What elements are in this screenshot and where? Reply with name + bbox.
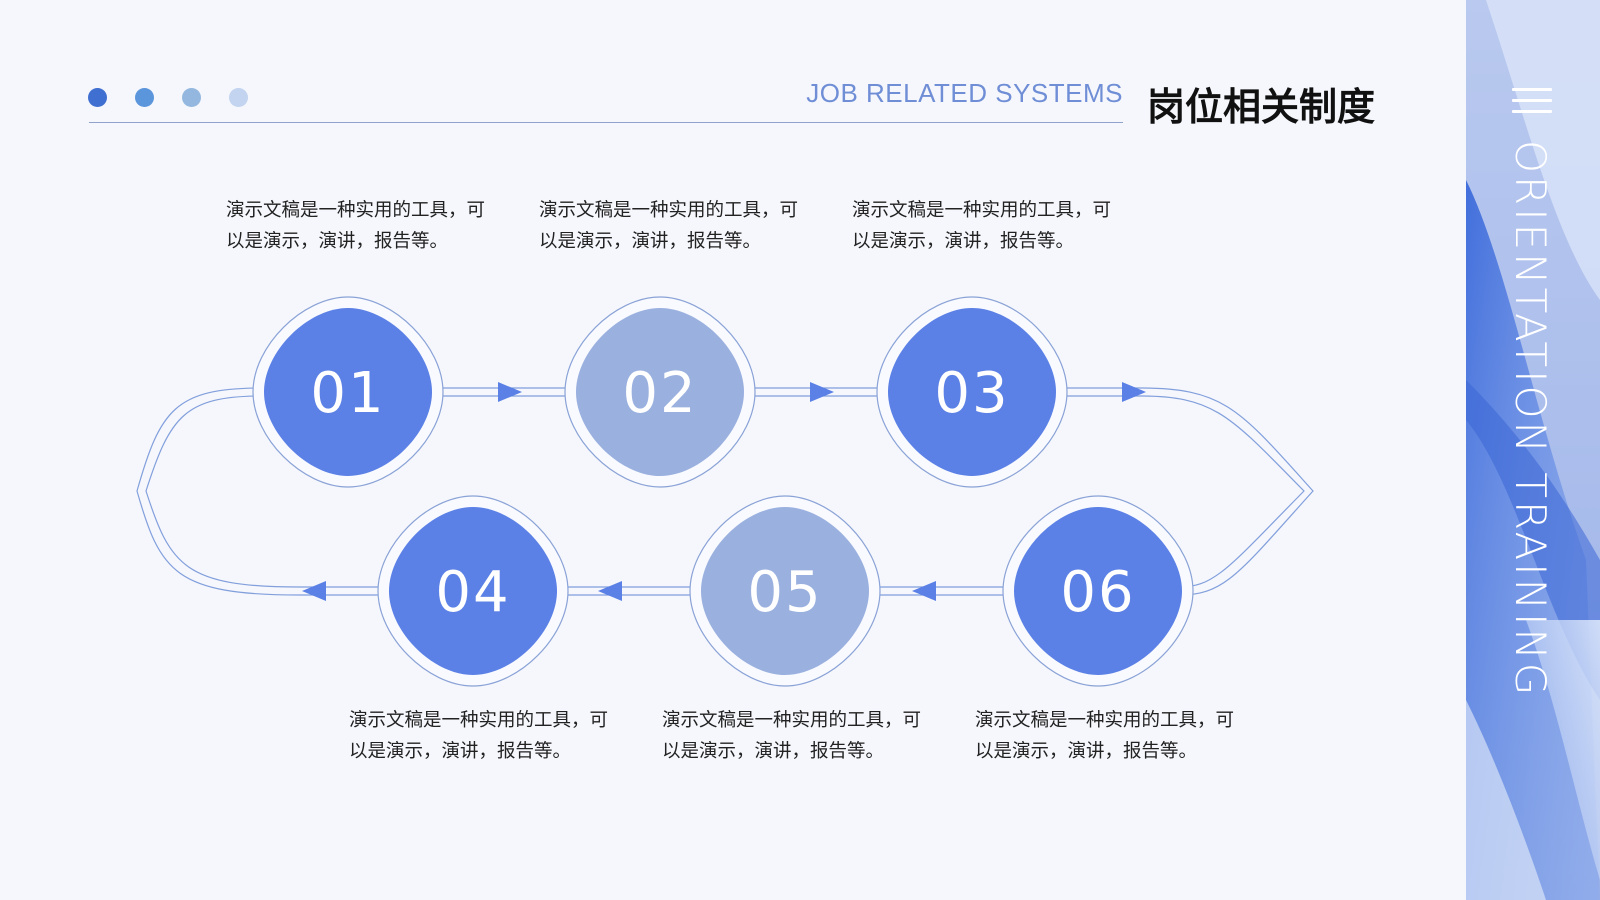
step-node-01: 01 [252,296,444,488]
left-loop-outer [136,387,301,596]
arrow-icon [302,581,326,601]
step-text-04: 演示文稿是一种实用的工具，可以是演示，演讲，报告等。 [349,710,609,762]
node-fill [389,507,557,675]
step-text-05: 演示文稿是一种实用的工具，可以是演示，演讲，报告等。 [662,710,922,762]
step-number: 06 [1060,560,1135,625]
right-loop-outer [1139,387,1314,596]
node-fill [1014,507,1182,675]
step-node-06: 06 [1002,495,1194,687]
step-number: 04 [435,560,510,625]
step-text-01: 演示文稿是一种实用的工具，可以是演示，演讲，报告等。 [226,200,486,252]
node-fill [576,308,744,476]
dot-1 [88,88,107,107]
step-text-02: 演示文稿是一种实用的工具，可以是演示，演讲，报告等。 [539,200,799,252]
step-number: 03 [934,361,1009,426]
step-text-03: 演示文稿是一种实用的工具，可以是演示，演讲，报告等。 [852,200,1112,252]
step-number: 01 [310,361,385,426]
node-fill [264,308,432,476]
header-subtitle: JOB RELATED SYSTEMS [806,78,1123,108]
step-number: 05 [747,560,822,625]
nodes: 01 02 03 04 05 06 [252,296,1194,687]
step-node-02: 02 [564,296,756,488]
arrow-icon [810,382,834,402]
side-vertical-text: ORIENTATION TRAINING [1506,140,1555,699]
step-number: 02 [622,361,697,426]
arrow-icon [1122,382,1146,402]
arrow-icon [498,382,522,402]
arrows [302,382,1146,601]
menu-icon[interactable] [1512,88,1552,114]
dot-3 [182,88,201,107]
node-fill [701,507,869,675]
node-fill [888,308,1056,476]
page-title: 岗位相关制度 [1147,84,1376,129]
step-node-05: 05 [689,495,881,687]
arrow-icon [598,581,622,601]
arrow-icon [912,581,936,601]
step-node-04: 04 [377,495,569,687]
header-divider [89,122,1123,123]
dot-4 [229,88,248,107]
dot-2 [135,88,154,107]
right-loop-inner [1139,395,1305,588]
process-diagram: 01 02 03 04 05 06 [136,296,1314,687]
side-panel: ORIENTATION TRAINING [1466,0,1600,900]
step-text-06: 演示文稿是一种实用的工具，可以是演示，演讲，报告等。 [975,710,1235,762]
left-loop-inner [145,395,301,588]
step-node-03: 03 [876,296,1068,488]
side-panel-artwork [1466,0,1600,900]
